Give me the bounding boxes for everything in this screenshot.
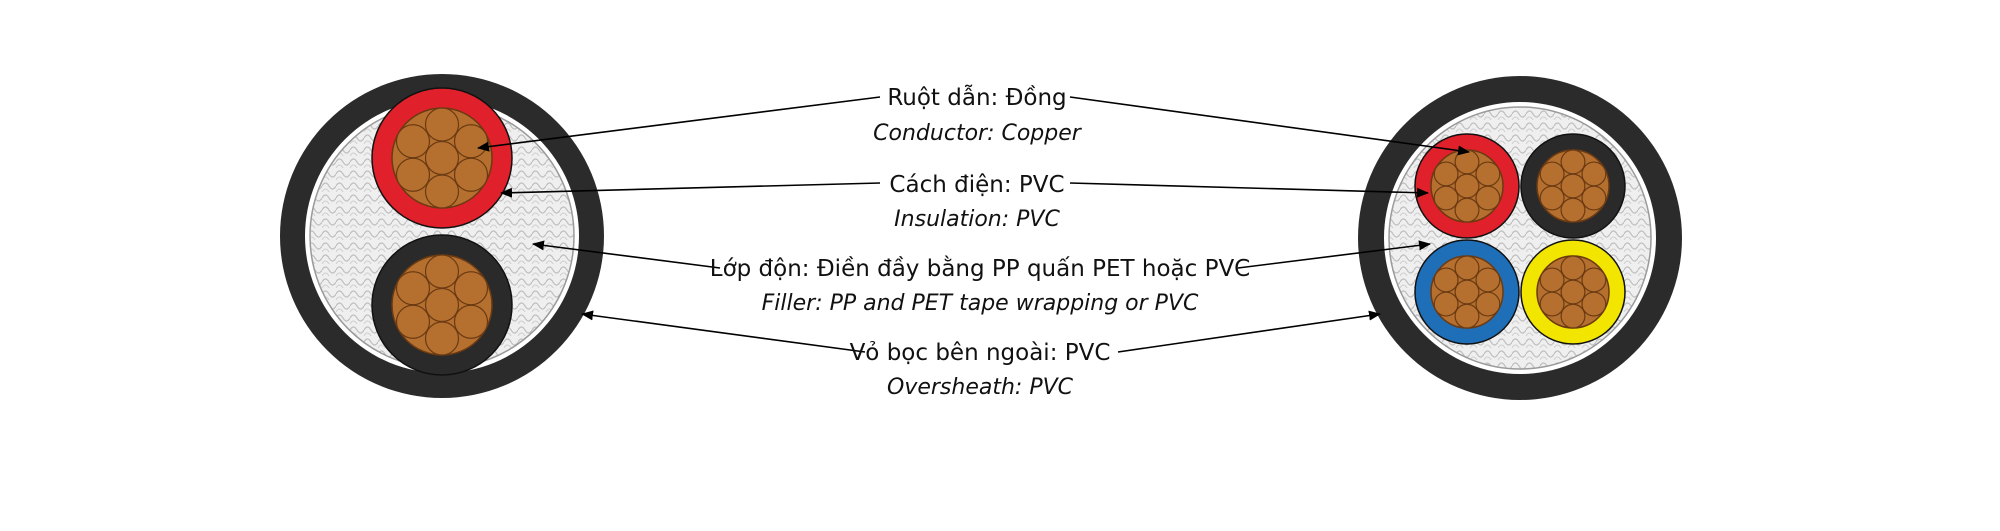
labels: Ruột dẫn: Đồng Conductor: Copper Cách đi… [710, 83, 1251, 400]
copper-strand [1475, 291, 1501, 317]
copper-strand [395, 304, 431, 339]
copper-strand [1539, 185, 1565, 211]
copper-strand [453, 124, 489, 159]
leader-insulation-left [500, 182, 881, 198]
copper-strand [1475, 267, 1501, 293]
copper-strand [1560, 303, 1586, 329]
copper-strand [1454, 255, 1480, 281]
copper-strand [424, 174, 460, 209]
copper-strand [1454, 303, 1480, 329]
copper-strand [1539, 267, 1565, 293]
leader-oversheath-left [581, 310, 866, 353]
copper-strand [453, 304, 489, 339]
leader-filler-right [1237, 240, 1431, 269]
four-core-cable [1358, 76, 1682, 400]
leader-conductor-left [477, 96, 881, 152]
copper-strand [1433, 185, 1459, 211]
leader-lines [477, 96, 1470, 353]
copper-strand [453, 271, 489, 306]
copper-strand [1581, 161, 1607, 187]
label-conductor-en: Conductor: Copper [873, 121, 1083, 146]
label-oversheath-vi: Vỏ bọc bên ngoài: PVC [850, 340, 1111, 366]
copper-strand [1454, 149, 1480, 175]
copper-strand [453, 157, 489, 192]
copper-strand [1581, 267, 1607, 293]
copper-strand [1560, 279, 1586, 305]
label-conductor-vi: Ruột dẫn: Đồng [887, 83, 1066, 111]
copper-strand [424, 107, 460, 142]
core-black-insulated [1520, 133, 1626, 239]
copper-strand [1475, 185, 1501, 211]
core-yellow-insulated [1520, 239, 1626, 345]
leader-conductor-right [1069, 96, 1470, 156]
label-oversheath-en: Oversheath: PVC [887, 375, 1074, 400]
copper-strand [1560, 197, 1586, 223]
core-blue-insulated [1414, 239, 1520, 345]
copper-strand [395, 271, 431, 306]
copper-strand [1560, 255, 1586, 281]
copper-strand [424, 321, 460, 356]
copper-strand [1454, 173, 1480, 199]
copper-strand [1433, 267, 1459, 293]
copper-strand [1433, 161, 1459, 187]
copper-strand [1454, 197, 1480, 223]
copper-strand [424, 254, 460, 289]
leader-filler-left [532, 240, 721, 269]
copper-strand [1560, 149, 1586, 175]
core-black-insulated [371, 234, 513, 376]
core-red-insulated [1414, 133, 1520, 239]
leader-insulation-right [1069, 182, 1429, 198]
label-insulation-vi: Cách điện: PVC [889, 172, 1064, 198]
label-filler-vi: Lớp độn: Điền đầy bằng PP quấn PET hoặc … [710, 255, 1251, 282]
copper-strand [1433, 291, 1459, 317]
label-insulation-en: Insulation: PVC [894, 207, 1060, 232]
copper-strand [1454, 279, 1480, 305]
copper-strand [424, 140, 460, 176]
copper-strand [1475, 161, 1501, 187]
label-filler-en: Filler: PP and PET tape wrapping or PVC [762, 291, 1199, 316]
copper-strand [1539, 161, 1565, 187]
copper-strand [395, 124, 431, 159]
leader-oversheath-right [1117, 310, 1381, 353]
copper-strand [424, 287, 460, 323]
copper-strand [1539, 291, 1565, 317]
copper-strand [1581, 291, 1607, 317]
core-red-insulated [371, 87, 513, 229]
two-core-cable [280, 74, 604, 398]
copper-strand [395, 157, 431, 192]
copper-strand [1581, 185, 1607, 211]
copper-strand [1560, 173, 1586, 199]
